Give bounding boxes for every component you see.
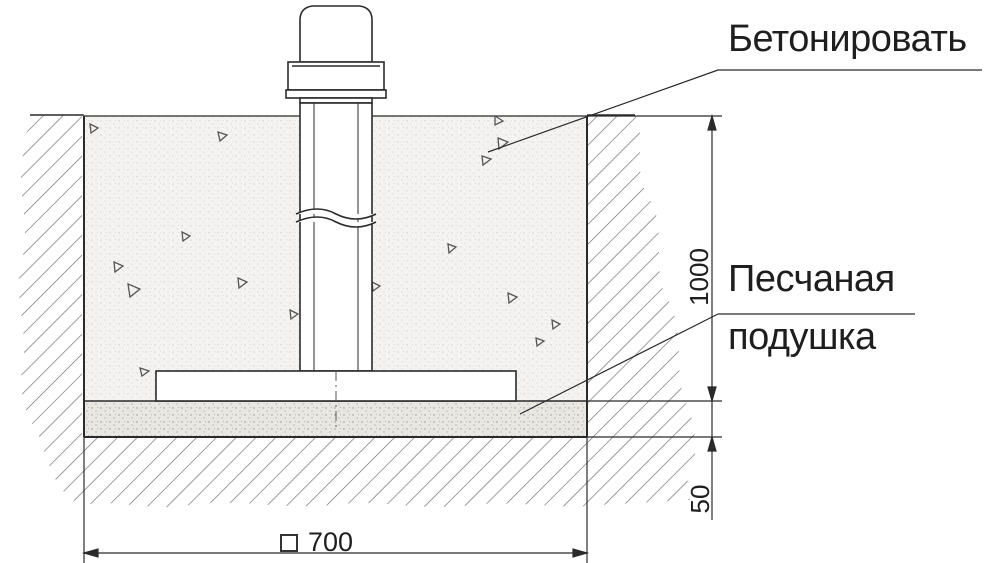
dimension-lines-vertical: [587, 113, 722, 520]
soil-right: [588, 115, 695, 438]
label-sand-cushion-line1: Песчаная: [728, 258, 895, 300]
dimension-depth: 1000: [684, 248, 714, 306]
label-concrete: Бетонировать: [728, 18, 967, 60]
dimension-width: 700: [280, 527, 353, 558]
dimension-sand-thickness: 50: [685, 484, 715, 514]
leader-lines: [487, 69, 982, 415]
soil-left: [18, 115, 82, 438]
label-sand-cushion-line2: подушка: [728, 316, 876, 358]
dimension-line-horizontal: [81, 437, 590, 563]
soil-bottom: [40, 438, 696, 508]
square-section-icon: [280, 534, 298, 552]
dimension-width-value: 700: [308, 527, 354, 557]
